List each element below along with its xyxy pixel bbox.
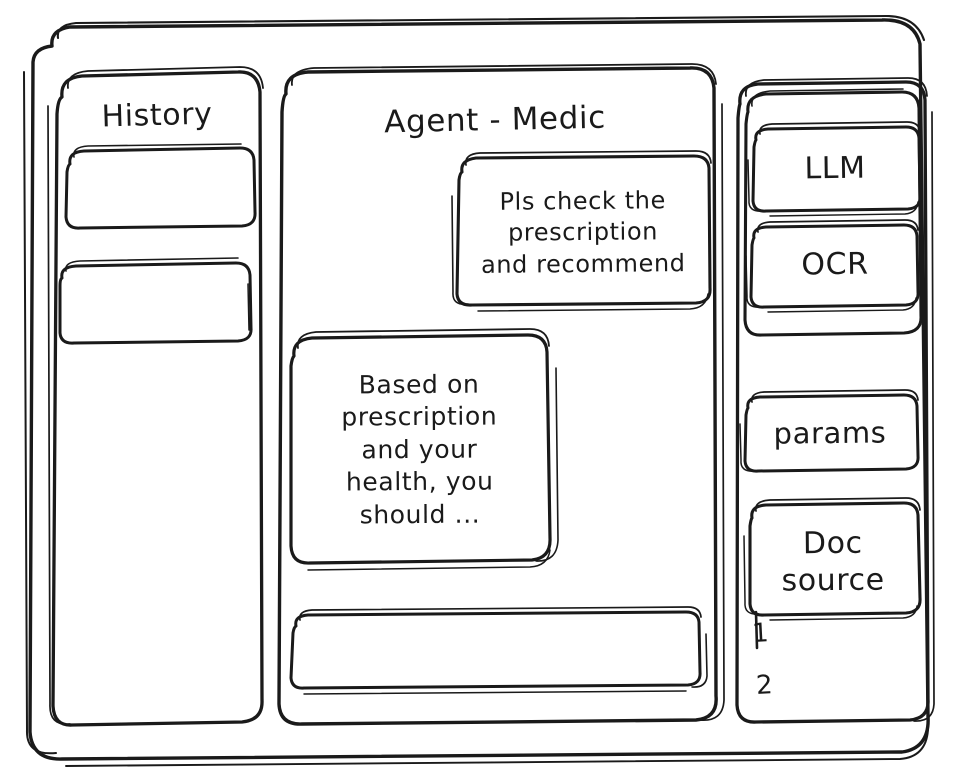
history-item-2[interactable] (60, 263, 250, 343)
tool-chip-doc-source[interactable]: Doc source (781, 526, 885, 599)
doc-source-item-2[interactable]: 2 (755, 670, 774, 702)
message-input[interactable] (296, 616, 696, 674)
user-message-text: Pls check the prescription and recommend (480, 186, 686, 279)
tool-chip-llm[interactable]: LLM (804, 150, 866, 186)
agent-message-text: Based on prescription and your health, y… (341, 369, 498, 530)
history-panel-title: History (101, 95, 213, 135)
user-message-bubble: Pls check the prescription and recommend (457, 161, 708, 305)
agent-message-bubble: Based on prescription and your health, y… (291, 337, 548, 563)
history-item-1[interactable] (66, 148, 256, 228)
tool-chip-params[interactable]: params (773, 415, 887, 451)
tool-chip-ocr[interactable]: OCR (801, 246, 869, 282)
agent-panel-title: Agent - Medic (383, 99, 607, 141)
doc-source-item-1[interactable]: 1 (751, 618, 770, 650)
